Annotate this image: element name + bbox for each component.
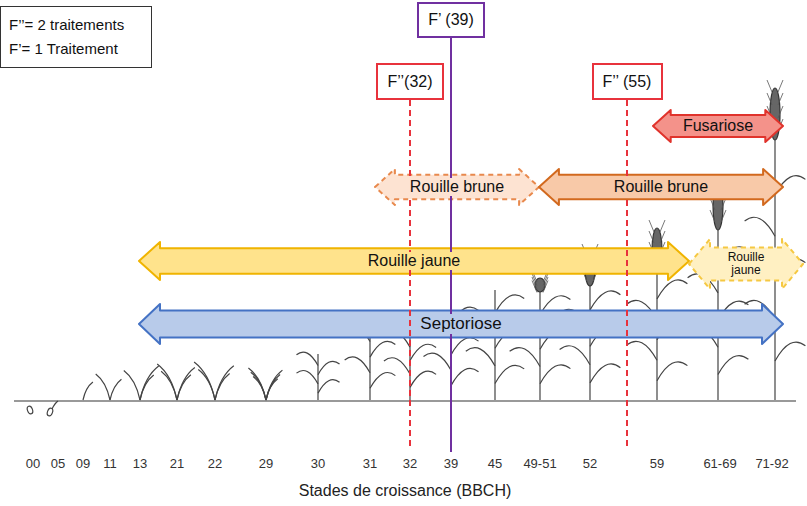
node-text: F’= 1 Traitement <box>9 37 143 61</box>
stage-number: 11 <box>103 456 117 471</box>
treatment-box: F’’(32) <box>376 63 444 100</box>
stage-number: 59 <box>650 456 664 471</box>
arrow-outline <box>653 110 783 142</box>
node-text: F’’= 2 traitements <box>9 13 143 37</box>
arrow-outline <box>539 169 783 205</box>
disease-period-arrow: Rouille jaune <box>688 238 804 290</box>
stage-number: 13 <box>133 456 147 471</box>
node-text: F’’(32) <box>387 73 432 91</box>
node-text: Rouille brune <box>407 178 507 196</box>
node-text: Rouille brune <box>611 178 711 196</box>
node-text: F’’ (55) <box>603 73 652 91</box>
node-text: Rouille jaune <box>716 251 776 277</box>
stage-number: 31 <box>363 456 377 471</box>
stage-number: 49-51 <box>523 456 556 471</box>
stage-number: 45 <box>488 456 502 471</box>
treatment-box: F’ (39) <box>417 2 485 38</box>
ground-line <box>14 400 796 402</box>
legend-box: F’’= 2 traitementsF’= 1 Traitement <box>0 6 152 68</box>
treatment-line <box>450 38 452 452</box>
arrow-outline <box>375 169 539 205</box>
disease-period-arrow: Rouille brune <box>374 168 540 206</box>
node-text: Fusariose <box>680 117 756 135</box>
axis-title: Stades de croissance (BBCH) <box>299 482 512 500</box>
arrow-outline <box>139 304 783 344</box>
stage-number: 21 <box>170 456 184 471</box>
disease-period-arrow: Rouille brune <box>538 168 784 206</box>
disease-period-arrow: Septoriose <box>138 303 784 345</box>
stage-number: 39 <box>444 456 458 471</box>
stage-number: 22 <box>208 456 222 471</box>
stage-number: 32 <box>403 456 417 471</box>
disease-period-arrow: Rouille jaune <box>138 241 690 281</box>
stage-number: 71-92 <box>755 456 788 471</box>
disease-period-arrow: Fusariose <box>652 109 784 143</box>
treatment-box: F’’ (55) <box>592 63 663 100</box>
node-text: F’ (39) <box>428 11 474 29</box>
stage-number: 05 <box>51 456 65 471</box>
node-text: Rouille jaune <box>365 252 464 270</box>
stage-number: 30 <box>311 456 325 471</box>
arrow-outline <box>689 239 803 289</box>
node-text: Septoriose <box>417 314 504 334</box>
arrow-outline <box>139 242 689 280</box>
stage-number: 29 <box>259 456 273 471</box>
stage-number: 00 <box>26 456 40 471</box>
stage-number: 09 <box>76 456 90 471</box>
plant-stages <box>26 80 805 417</box>
stage-number: 52 <box>583 456 597 471</box>
stage-number: 61-69 <box>703 456 736 471</box>
